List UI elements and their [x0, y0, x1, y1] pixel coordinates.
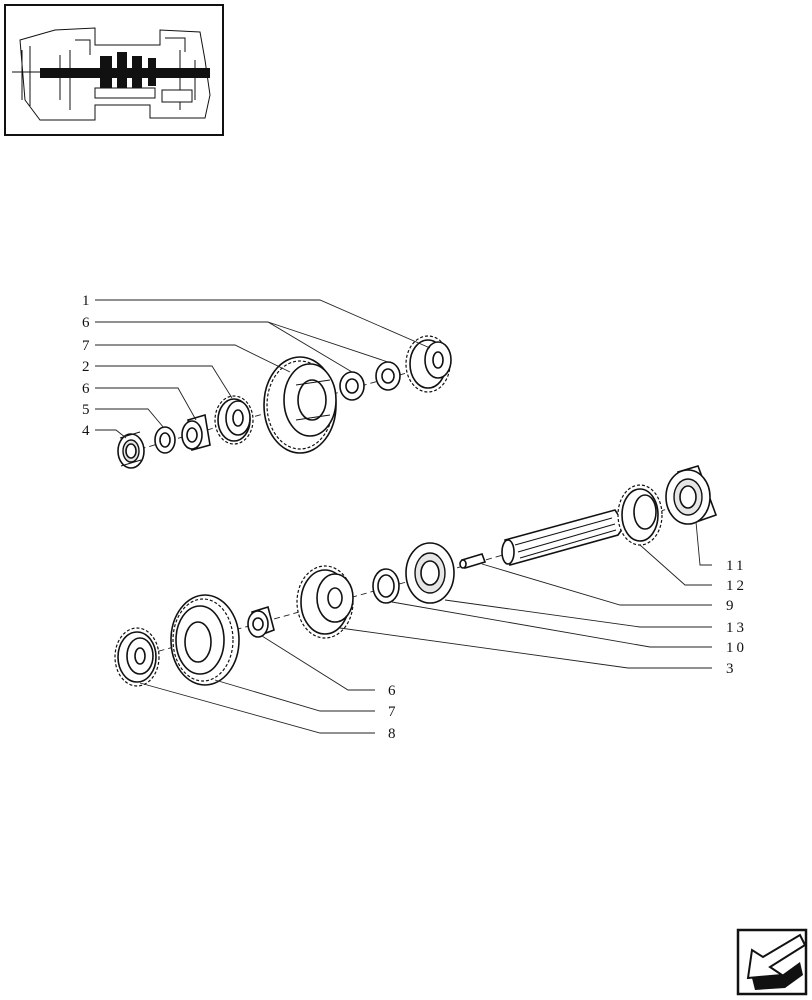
callout-2: 2	[82, 359, 93, 375]
part-bushing-6-lower	[247, 605, 275, 638]
part-bushing-6-upper-mid	[339, 371, 365, 401]
leader-lines	[95, 299, 712, 734]
callout-7: 7	[388, 704, 399, 720]
part-bushing-6-upper-right	[375, 361, 401, 391]
callout-10: 10	[726, 640, 747, 656]
part-shaft-12	[501, 484, 663, 567]
part-gear-1	[405, 335, 452, 393]
callout-6: 6	[82, 315, 93, 331]
callout-8: 8	[388, 726, 399, 742]
callout-4: 4	[82, 423, 93, 439]
part-bearing-11	[665, 465, 718, 525]
part-gear-3	[296, 565, 354, 639]
part-synchro-gear-7-lower	[170, 594, 240, 686]
callout-12: 12	[726, 578, 747, 594]
callout-3: 3	[726, 661, 737, 677]
transmission-locator-thumbnail-icon[interactable]	[4, 4, 224, 136]
callout-7: 7	[82, 338, 93, 354]
callout-9: 9	[726, 598, 737, 614]
part-bearing-4	[117, 431, 145, 469]
next-page-arrow-icon[interactable]	[736, 928, 808, 996]
callout-labels: 1 6 7 2 6 5 4 11 12 9 13 10 3 6 7 8	[82, 293, 747, 742]
part-bushing-6-upper-left	[181, 413, 211, 452]
part-gear-8	[114, 627, 160, 687]
callout-13: 13	[726, 620, 747, 636]
callout-11: 11	[726, 558, 746, 574]
part-sleeve-5	[154, 426, 176, 454]
callout-6: 6	[388, 683, 399, 699]
callout-6: 6	[82, 381, 93, 397]
part-synchro-gear-7-upper	[263, 356, 337, 454]
part-bearing-13	[405, 542, 455, 604]
callout-1: 1	[82, 293, 93, 309]
part-pin-9	[459, 553, 487, 569]
callout-5: 5	[82, 402, 93, 418]
part-ring-10	[372, 568, 400, 604]
part-gear-2	[214, 395, 254, 445]
